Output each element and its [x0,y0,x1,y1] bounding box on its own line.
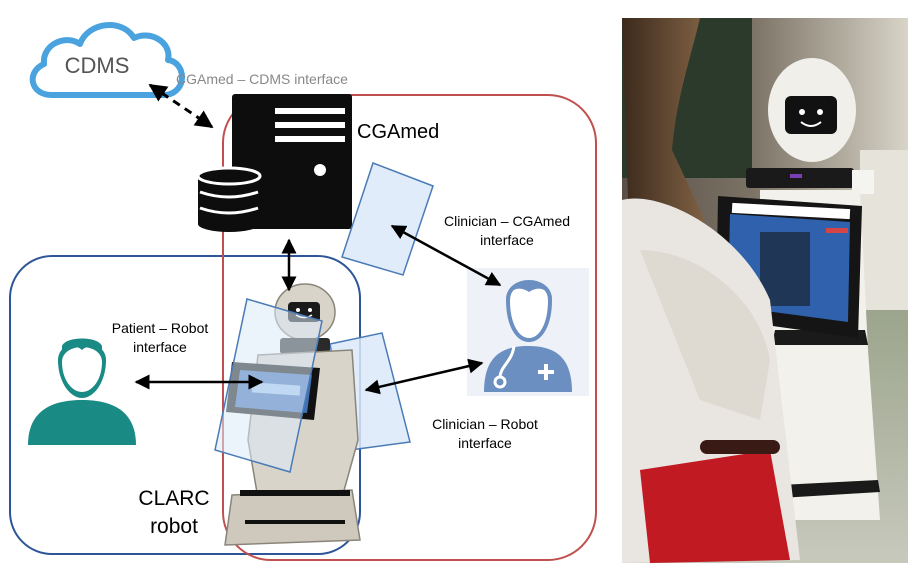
cdms-label: CDMS [65,53,130,78]
doctor-icon [467,268,589,396]
clinician-robot-label-1: Clinician – Robot [432,416,538,432]
clinician-robot-label-2: interface [458,435,512,451]
clinician-cgamed-label-1: Clinician – CGAmed [444,213,570,229]
clinician-cgamed-arrow [390,224,502,287]
patient-robot-label-1: Patient – Robot [112,320,209,336]
clarc-label-2: robot [150,515,198,538]
cgamed-screen-panel [341,162,434,276]
clinician-cgamed-label-2: interface [480,232,534,248]
robot-patient-panel [214,298,323,473]
robot-photo [622,18,908,563]
clarc-label-1: CLARC [138,487,209,510]
cloud-icon [29,22,185,98]
patient-robot-label-2: interface [133,339,187,355]
cgamed-cdms-interface-label: CGAmed – CDMS interface [176,71,348,87]
patient-user-icon [28,338,136,445]
clinician-robot-arrow [364,358,484,395]
server-database-icon [196,94,352,232]
cgamed-cdms-arrow [148,83,214,129]
cgamed-title: CGAmed [357,121,439,143]
cgamed-region [222,94,597,561]
